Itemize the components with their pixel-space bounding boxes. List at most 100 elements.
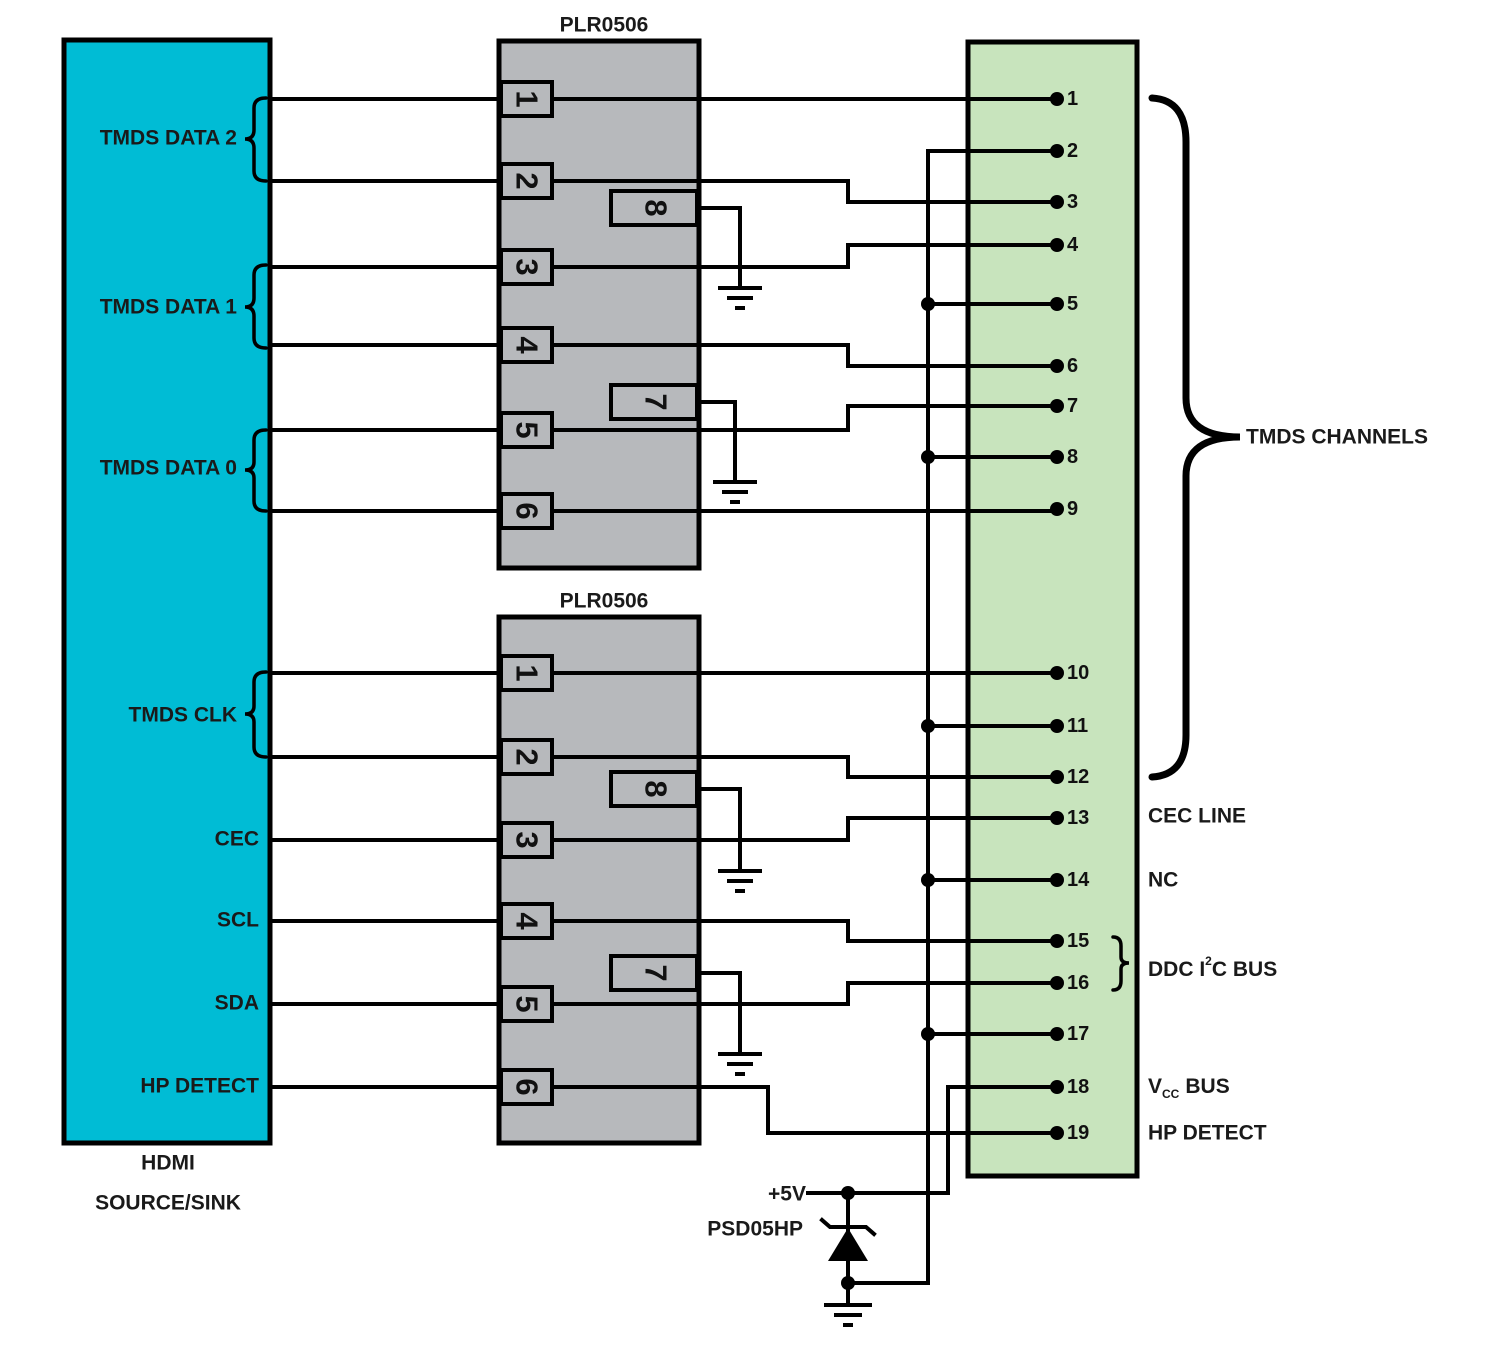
- connector-pin-number: 15: [1067, 930, 1089, 952]
- ground-symbol-icon: [718, 1052, 762, 1076]
- connector-pin-dot: [1050, 502, 1064, 516]
- connector-pin-number: 19: [1067, 1122, 1089, 1144]
- lower-pin-box: [499, 985, 554, 1023]
- connector-pin-number: 2: [1067, 140, 1078, 162]
- connector-pin-dot: [1050, 811, 1064, 825]
- upper-pin-number: 7: [639, 393, 674, 410]
- wire-data1-plus: [268, 243, 1059, 269]
- lower-pin-number: 8: [639, 780, 674, 797]
- connector-pin-number: 17: [1067, 1023, 1089, 1045]
- connector-pin-number: 6: [1067, 355, 1078, 377]
- source-caption-line-1: HDMI: [141, 1152, 195, 1175]
- label-psd05hp: PSD05HP: [707, 1218, 803, 1241]
- brace-tmds-data-1: [244, 263, 268, 350]
- wire-vcc: [806, 1085, 1059, 1195]
- zener-anode-junction: [841, 1276, 855, 1290]
- connector-pin-dot: [1050, 359, 1064, 373]
- label-sda: SDA: [215, 992, 259, 1015]
- upper-pin-number: 8: [639, 199, 674, 216]
- wire-lower-pin8-ground: [695, 787, 742, 873]
- upper-pin-number: 5: [510, 421, 545, 438]
- ground-symbol-icon: [824, 1303, 872, 1327]
- rail-junction: [921, 873, 935, 887]
- connector-pin-dot: [1050, 770, 1064, 784]
- upper-pin-number: 4: [510, 336, 545, 354]
- label-tmds-channels: TMDS CHANNELS: [1246, 426, 1428, 449]
- wire-upper-pin7-ground: [695, 400, 737, 484]
- label-hp-detect-source: HP DETECT: [140, 1075, 259, 1098]
- lower-pin-box: [499, 1068, 554, 1106]
- label-nc: NC: [1148, 869, 1178, 892]
- rail-junction: [921, 450, 935, 464]
- connector-pin-dot: [1050, 1027, 1064, 1041]
- brace-tmds-clk: [244, 670, 268, 759]
- ground-symbol-icon: [718, 869, 762, 893]
- connector-pin-number: 4: [1067, 234, 1079, 256]
- source-signal-labels: TMDS DATA 2 TMDS DATA 1 TMDS DATA 0 TMDS…: [95, 96, 268, 1215]
- connector-pin-dot: [1050, 297, 1064, 311]
- connector-pins: 1 2 3 4 5 6 7 8 9 10 11 12 13 14 15 16 1…: [1050, 88, 1090, 1144]
- lower-pin-number: 6: [510, 1078, 545, 1095]
- ground-symbol-icon: [713, 480, 757, 504]
- ddc-superscript: 2: [1205, 954, 1212, 968]
- wire-upper-pin8-ground: [695, 206, 742, 290]
- upper-pin-number: 3: [510, 258, 545, 275]
- wire-data0-plus: [268, 404, 1059, 432]
- lower-pin-number: 7: [639, 964, 674, 981]
- connector-pin-number: 16: [1067, 972, 1089, 994]
- upper-pin-box: [499, 411, 554, 449]
- lower-pin-number: 2: [510, 748, 545, 765]
- upper-ic-pins: 1 2 3 4 5 6 8 7: [499, 80, 699, 530]
- label-tmds-data-0: TMDS DATA 0: [100, 457, 237, 480]
- supply-junction: [841, 1186, 855, 1200]
- connector-annotations: TMDS CHANNELS CEC LINE NC DDC I2C BUS VC…: [1111, 94, 1428, 1145]
- lower-pin-number: 5: [510, 995, 545, 1012]
- wire-lower-pin7-ground: [695, 971, 742, 1056]
- vcc-suffix: BUS: [1185, 1075, 1229, 1098]
- rail-junction: [921, 297, 935, 311]
- upper-ic-title: PLR0506: [560, 14, 649, 37]
- lower-pin-box: [499, 654, 554, 692]
- connector-pin-number: 3: [1067, 191, 1078, 213]
- hdmi-connector-block: [965, 39, 1140, 1179]
- rail-junction: [921, 719, 935, 733]
- connector-pin-number: 7: [1067, 395, 1078, 417]
- rail-junction: [921, 1027, 935, 1041]
- connector-pin-dot: [1050, 144, 1064, 158]
- wire-cec: [268, 816, 1059, 842]
- lower-pin-box: [499, 738, 554, 776]
- connector-pin-number: 12: [1067, 766, 1089, 788]
- connector-pin-number: 5: [1067, 293, 1078, 315]
- label-scl: SCL: [217, 909, 259, 932]
- upper-pin-box: [499, 80, 554, 118]
- lower-ic-title: PLR0506: [560, 590, 649, 613]
- vcc-supply-network: [806, 1085, 1059, 1307]
- label-cec-line: CEC LINE: [1148, 805, 1246, 828]
- label-ddc-i2c-bus: DDC I2C BUS: [1148, 954, 1277, 981]
- connector-pin-number: 13: [1067, 807, 1089, 829]
- lower-pin-number: 3: [510, 831, 545, 848]
- connector-pin-number: 14: [1067, 869, 1090, 891]
- hdmi-source-sink-block: [61, 37, 273, 1146]
- brace-ddc-bus: [1111, 935, 1130, 992]
- upper-pin-number: 1: [510, 90, 545, 107]
- lower-pin-number: 4: [510, 912, 545, 930]
- label-tmds-data-1: TMDS DATA 1: [100, 296, 238, 319]
- upper-plr0506-body: [496, 38, 702, 571]
- connector-pin-dot: [1050, 719, 1064, 733]
- brace-tmds-channels: [1148, 94, 1241, 781]
- connector-pin-dot: [1050, 1126, 1064, 1140]
- label-tmds-clk: TMDS CLK: [129, 704, 238, 727]
- vcc-prefix: V: [1148, 1075, 1162, 1098]
- wire-scl: [268, 919, 1059, 943]
- brace-tmds-data-0: [244, 428, 268, 513]
- connector-pin-number: 10: [1067, 662, 1089, 684]
- connector-pin-dot: [1050, 976, 1064, 990]
- connector-pin-dot: [1050, 450, 1064, 464]
- upper-pin-box: [609, 189, 699, 227]
- zener-cathode-bar: [819, 1217, 877, 1237]
- ground-symbol-icon: [718, 286, 762, 310]
- connector-pin-dot: [1050, 399, 1064, 413]
